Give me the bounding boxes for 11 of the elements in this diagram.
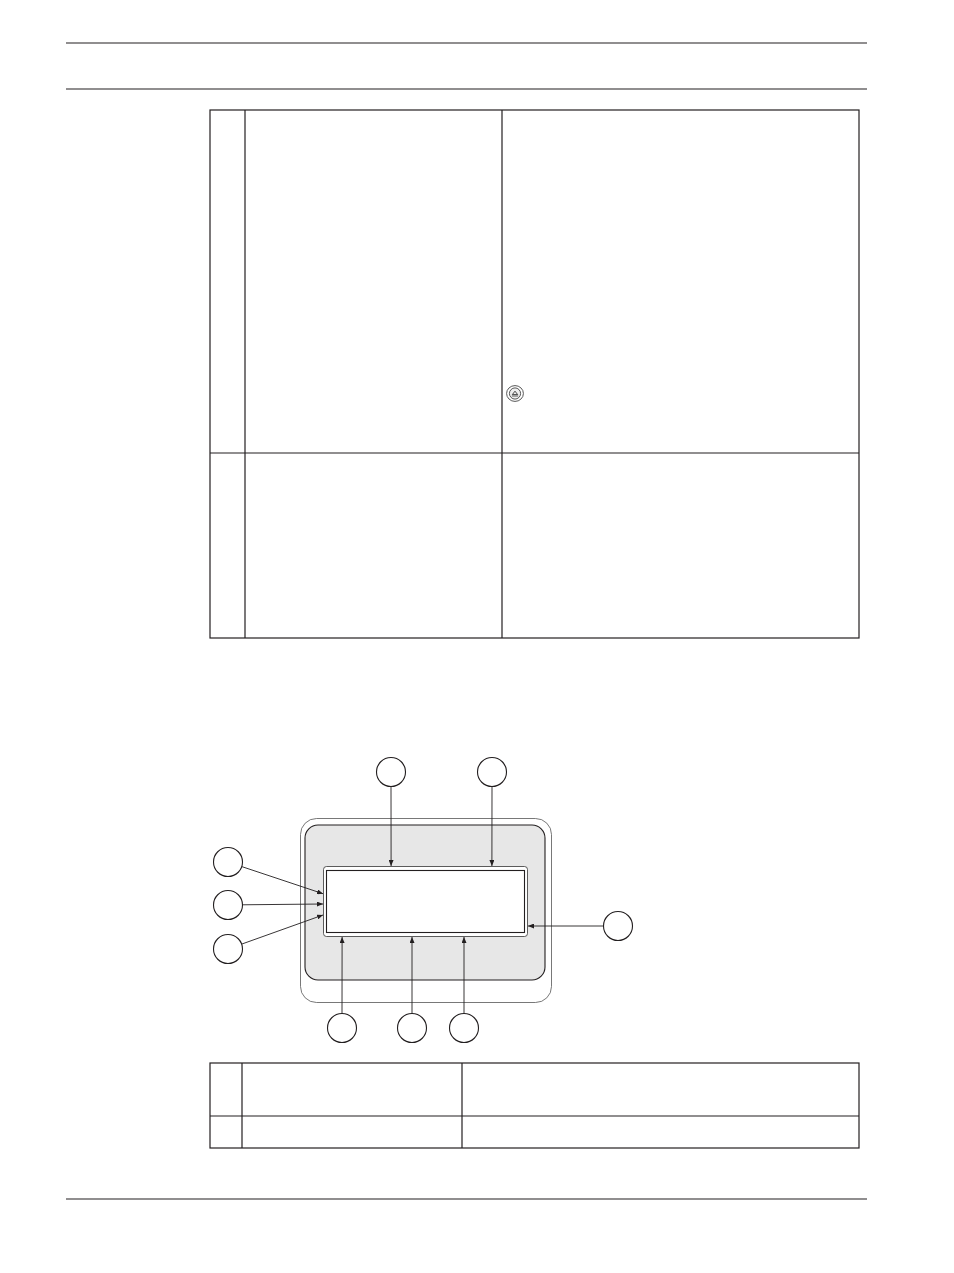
callout-circle	[397, 1013, 427, 1043]
callout-circle	[213, 890, 243, 920]
device-body	[300, 818, 552, 1003]
callout-circle	[327, 1013, 357, 1043]
callout-circle	[477, 757, 507, 787]
callout-circle	[376, 757, 406, 787]
callout-circle	[449, 1013, 479, 1043]
callout-circle	[213, 934, 243, 964]
callout-circle	[213, 847, 243, 877]
callout-circle	[603, 911, 633, 941]
display-screen	[323, 866, 528, 937]
